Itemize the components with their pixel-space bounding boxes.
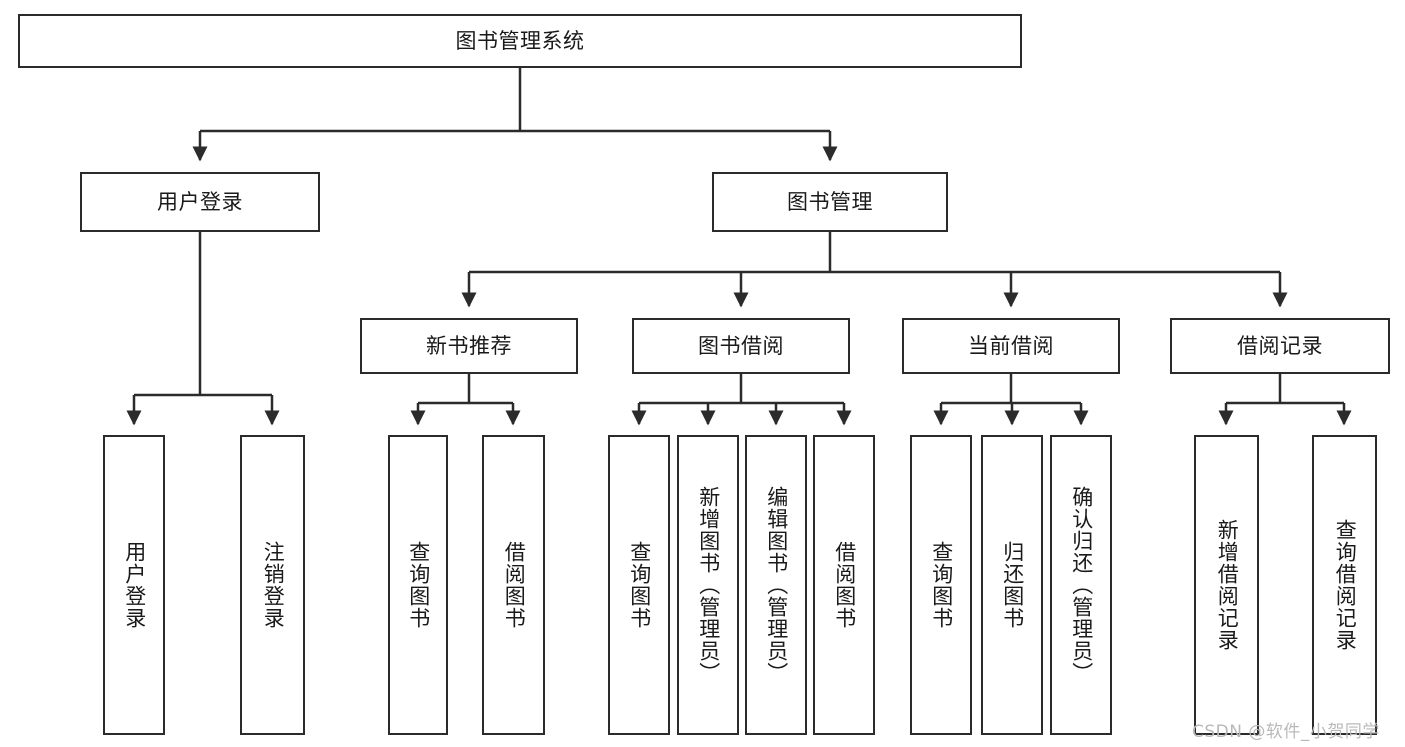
node-new-book-recommend[interactable]: 新书推荐 bbox=[360, 318, 578, 374]
leaf-query-book-current-label: 查询图书 bbox=[929, 541, 954, 629]
leaf-borrow-book-label: 借阅图书 bbox=[832, 541, 857, 629]
leaf-edit-book-admin[interactable]: 编辑图书（管理员） bbox=[745, 435, 807, 735]
leaf-user-login[interactable]: 用户登录 bbox=[103, 435, 165, 735]
node-borrow-record-label: 借阅记录 bbox=[1237, 333, 1323, 358]
leaf-query-book-borrow[interactable]: 查询图书 bbox=[608, 435, 670, 735]
leaf-query-book-current[interactable]: 查询图书 bbox=[910, 435, 972, 735]
node-user-login-label: 用户登录 bbox=[157, 189, 243, 214]
node-book-management-label: 图书管理 bbox=[787, 189, 873, 214]
node-user-login[interactable]: 用户登录 bbox=[80, 172, 320, 232]
node-root-label: 图书管理系统 bbox=[455, 28, 585, 53]
leaf-add-book-admin-label: 新增图书（管理员） bbox=[696, 486, 721, 684]
leaf-add-borrow-record-label: 新增借阅记录 bbox=[1215, 519, 1240, 651]
csdn-watermark: CSDN @软件_小贺同学 bbox=[1192, 722, 1380, 742]
node-borrow-record[interactable]: 借阅记录 bbox=[1170, 318, 1390, 374]
leaf-query-borrow-record[interactable]: 查询借阅记录 bbox=[1312, 435, 1377, 735]
leaf-logout-login[interactable]: 注销登录 bbox=[240, 435, 305, 735]
leaf-borrow-book-newbook[interactable]: 借阅图书 bbox=[482, 435, 545, 735]
leaf-edit-book-admin-label: 编辑图书（管理员） bbox=[764, 486, 789, 684]
leaf-query-borrow-record-label: 查询借阅记录 bbox=[1333, 519, 1358, 651]
leaf-borrow-book-newbook-label: 借阅图书 bbox=[502, 541, 527, 629]
leaf-user-login-label: 用户登录 bbox=[122, 541, 147, 629]
leaf-query-book-newbook-label: 查询图书 bbox=[406, 541, 431, 629]
node-book-borrow-label: 图书借阅 bbox=[698, 333, 784, 358]
node-current-borrow[interactable]: 当前借阅 bbox=[902, 318, 1120, 374]
node-root[interactable]: 图书管理系统 bbox=[18, 14, 1022, 68]
leaf-query-book-newbook[interactable]: 查询图书 bbox=[388, 435, 448, 735]
leaf-confirm-return-admin[interactable]: 确认归还（管理员） bbox=[1050, 435, 1112, 735]
node-book-management[interactable]: 图书管理 bbox=[712, 172, 948, 232]
node-new-book-recommend-label: 新书推荐 bbox=[426, 333, 512, 358]
leaf-return-book-label: 归还图书 bbox=[1000, 541, 1025, 629]
node-current-borrow-label: 当前借阅 bbox=[968, 333, 1054, 358]
leaf-confirm-return-admin-label: 确认归还（管理员） bbox=[1069, 486, 1094, 684]
leaf-add-book-admin[interactable]: 新增图书（管理员） bbox=[677, 435, 739, 735]
leaf-query-book-borrow-label: 查询图书 bbox=[627, 541, 652, 629]
node-book-borrow[interactable]: 图书借阅 bbox=[632, 318, 850, 374]
leaf-return-book[interactable]: 归还图书 bbox=[981, 435, 1043, 735]
leaf-add-borrow-record[interactable]: 新增借阅记录 bbox=[1194, 435, 1259, 735]
leaf-logout-login-label: 注销登录 bbox=[261, 541, 286, 629]
leaf-borrow-book[interactable]: 借阅图书 bbox=[813, 435, 875, 735]
